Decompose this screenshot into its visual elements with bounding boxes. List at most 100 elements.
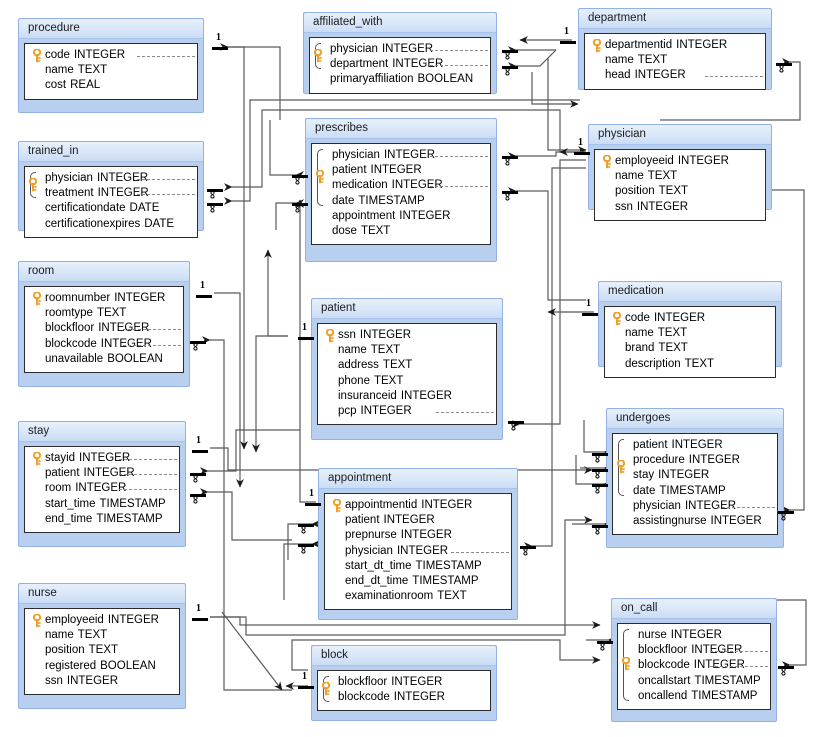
attribute-type: INTEGER — [391, 676, 443, 688]
cardinality-tick — [190, 341, 206, 344]
attribute-name: phone — [338, 374, 370, 387]
cardinality-tick — [592, 453, 608, 456]
attribute-type: INTEGER — [691, 644, 743, 657]
cardinality-label: 1 — [564, 26, 569, 37]
primary-key-icon — [314, 169, 326, 183]
attribute-type: INTEGER — [396, 544, 449, 557]
attribute-type: REAL — [70, 79, 101, 92]
attribute-name: room — [45, 482, 72, 495]
attribute-type: INTEGER — [392, 58, 444, 71]
cardinality-tick — [298, 686, 314, 689]
primary-key-icon — [611, 311, 623, 326]
attribute-type: TEXT — [360, 225, 391, 238]
entity-title-room: room — [19, 262, 189, 282]
primary-key-icon — [31, 613, 43, 628]
